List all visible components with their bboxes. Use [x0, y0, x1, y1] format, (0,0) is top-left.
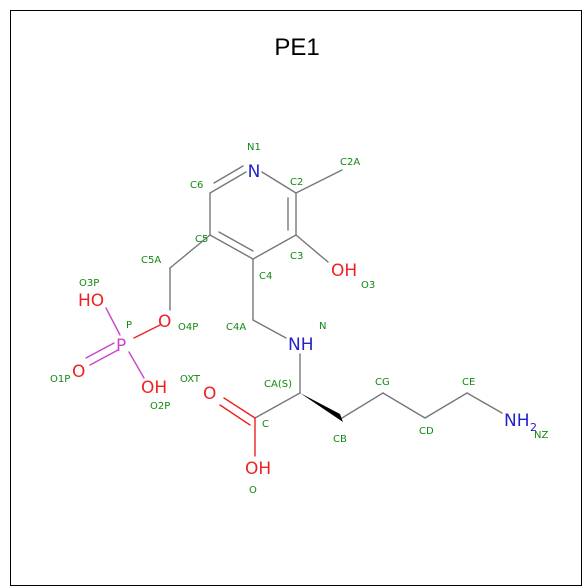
- carboxyl-bonds: [219, 397, 256, 457]
- label-c3: C3: [290, 251, 303, 262]
- atom-nh: NH: [288, 335, 314, 355]
- bond-c5-c4: [209, 234, 254, 260]
- atom-o4p: O: [158, 312, 171, 332]
- label-c4a: C4A: [226, 322, 246, 333]
- atom-symbols: N OH NH HO P O O OH O OH NH 2: [72, 162, 537, 479]
- label-c2a: C2A: [340, 157, 360, 168]
- atom-nh2-subscript: 2: [530, 421, 537, 434]
- label-c5: C5: [195, 234, 208, 245]
- label-c4: C4: [259, 271, 272, 282]
- bond-c6-c6-double: [213, 165, 244, 184]
- label-cg: CG: [375, 377, 390, 388]
- label-o4p: O4P: [178, 322, 198, 333]
- label-cb: CB: [333, 434, 347, 445]
- bond-o4p-p: [133, 324, 161, 339]
- label-n: N: [319, 321, 326, 332]
- label-c5a: C5A: [141, 255, 161, 266]
- bond-cd-ce: [424, 392, 468, 419]
- bond-c5-c4-double: [218, 231, 254, 252]
- atom-o1p: O: [72, 362, 85, 382]
- diagram-frame: [10, 10, 582, 586]
- diagram-title: PE1: [274, 34, 319, 61]
- bond-p-o3p: [105, 307, 121, 336]
- bond-p-o2p: [128, 351, 145, 379]
- atom-oh-o2p: OH: [141, 378, 167, 398]
- label-oxt: OXT: [180, 374, 201, 385]
- label-c2: C2: [290, 177, 303, 188]
- bond-cb-cg: [341, 392, 384, 419]
- atom-ho-o3p: HO: [78, 291, 104, 311]
- bond-p-o1p-double: [85, 342, 115, 359]
- label-nz: NZ: [534, 430, 548, 441]
- bond-c-oxt: [223, 397, 256, 419]
- bond-c4a-n: [252, 319, 287, 339]
- label-o3: O3: [361, 280, 375, 291]
- bond-c2-n1: [261, 171, 297, 194]
- bond-c4-c3: [252, 234, 297, 260]
- bond-ca-c: [254, 392, 301, 419]
- atom-o3: OH: [331, 261, 357, 281]
- bond-c2-c2a: [295, 169, 343, 194]
- label-o1p: O1P: [50, 374, 70, 385]
- bond-n1-c6: [209, 171, 247, 194]
- bond-p-o1p: [89, 349, 119, 366]
- label-o3p: O3P: [79, 278, 99, 289]
- atom-p: P: [116, 336, 126, 356]
- atom-nh2: NH: [504, 411, 530, 431]
- label-ca: CA(S): [264, 379, 292, 390]
- bond-c3-o3: [295, 234, 329, 263]
- bonds: [169, 165, 503, 419]
- bond-ce-nz: [466, 392, 503, 414]
- bond-cg-cd: [382, 392, 426, 419]
- atom-n1: N: [248, 162, 261, 182]
- atom-labels: N1 C2A C6 C2 C5 C3 C4 O3 C5A O3P P O4P C…: [50, 142, 548, 496]
- label-ce: CE: [462, 377, 475, 388]
- atom-oh: OH: [245, 459, 271, 479]
- wedge-bond-ca-cb: [300, 393, 343, 422]
- phosphate-bonds: [85, 307, 161, 379]
- label-c6: C6: [190, 180, 203, 191]
- label-cd: CD: [419, 426, 434, 437]
- atom-oxt: O: [203, 384, 216, 404]
- bond-c5-c5a: [169, 234, 211, 269]
- label-p: P: [126, 320, 132, 331]
- label-n1: N1: [247, 142, 261, 153]
- label-c: C: [262, 419, 269, 430]
- label-o: O: [249, 485, 257, 496]
- label-o2p: O2P: [150, 401, 170, 412]
- bond-c-oxt-double: [219, 404, 251, 426]
